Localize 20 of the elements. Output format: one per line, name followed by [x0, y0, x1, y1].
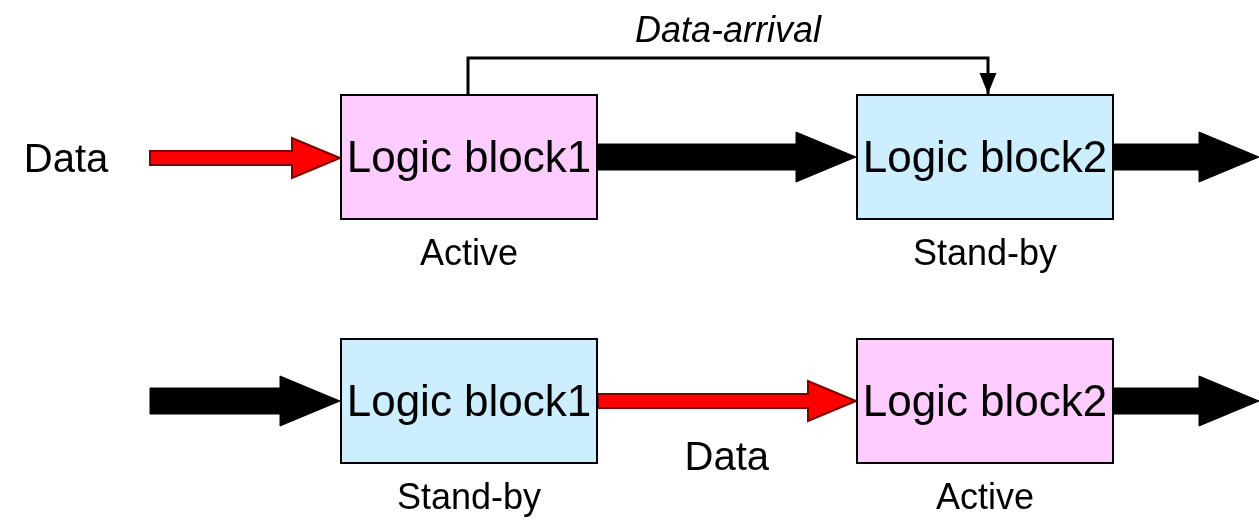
state-label: Active: [934, 476, 1035, 518]
state-label: Active: [418, 232, 519, 274]
block-title: Logic block2: [862, 131, 1108, 183]
block-title: Logic block1: [346, 131, 592, 183]
state-label: Stand-by: [911, 232, 1059, 274]
data-flow-arrow: [597, 379, 859, 423]
block-title: Logic block1: [346, 375, 592, 427]
block-arrow: [1113, 375, 1259, 427]
data-flow-arrow: [149, 136, 343, 180]
block-arrow: [149, 375, 341, 427]
logic-block: [340, 338, 598, 464]
logic-block: [856, 94, 1114, 220]
signal-arrow: [466, 56, 997, 94]
logic-block: [340, 94, 598, 220]
state-label: Stand-by: [395, 476, 543, 518]
block-arrow: [1113, 131, 1259, 183]
input-label: Data: [10, 130, 122, 186]
block-arrow: [597, 131, 857, 183]
block-title: Logic block2: [862, 375, 1108, 427]
logic-block: [856, 338, 1114, 464]
